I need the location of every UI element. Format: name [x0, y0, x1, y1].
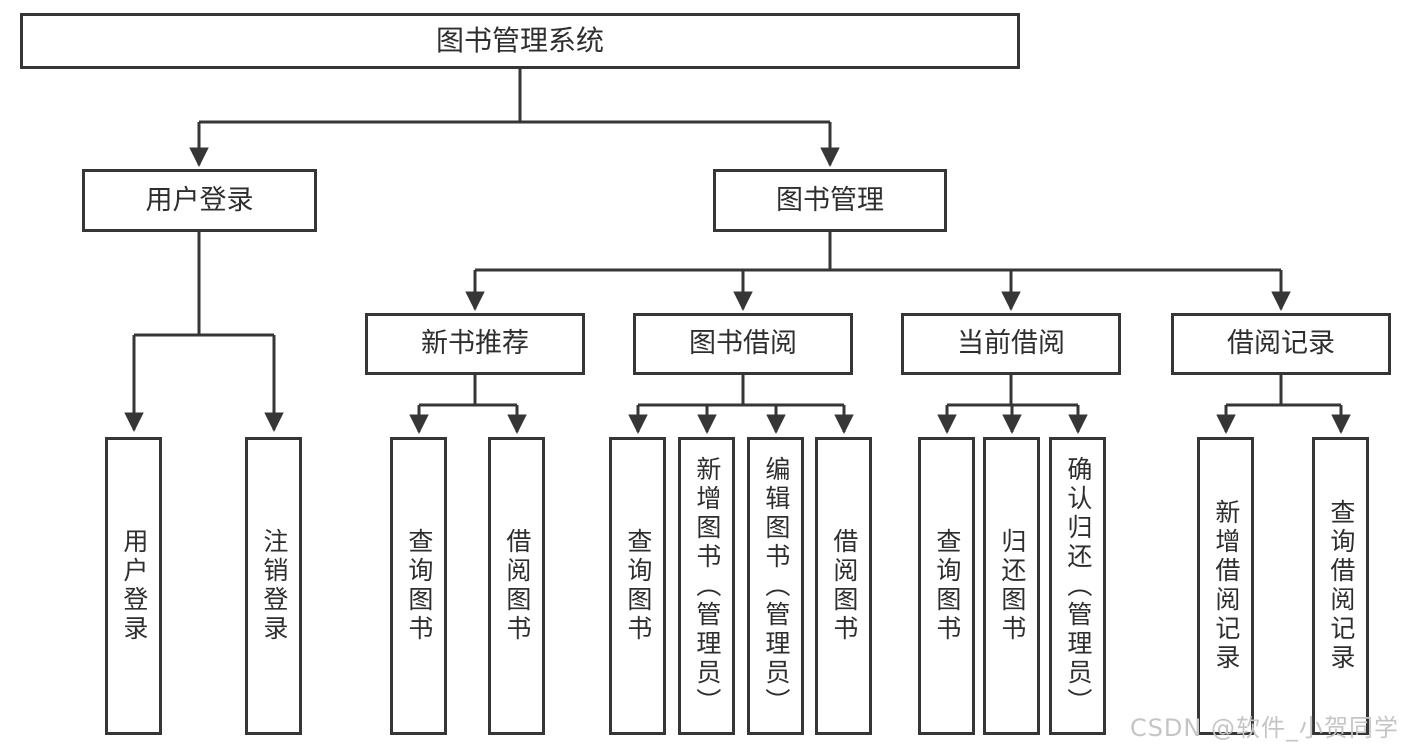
node-leaf-borrow-add-admin: 新增图书（管理员） — [678, 437, 735, 735]
node-leaf-logout: 注销登录 — [245, 437, 302, 735]
node-leaf-borrow-query: 查询图书 — [609, 437, 666, 735]
node-leaf-records-query: 查询借阅记录 — [1312, 437, 1369, 735]
csdn-watermark: CSDN @软件_小贺同学 — [1129, 714, 1399, 742]
node-leaf-newbook-borrow: 借阅图书 — [488, 437, 545, 735]
node-leaf-borrow-edit-admin: 编辑图书（管理员） — [747, 437, 804, 735]
node-leaf-current-return: 归还图书 — [983, 437, 1040, 735]
node-current-borrow: 当前借阅 — [901, 313, 1121, 375]
node-book-management: 图书管理 — [713, 169, 947, 232]
node-book-borrow: 图书借阅 — [633, 313, 853, 375]
node-leaf-current-query: 查询图书 — [918, 437, 975, 735]
node-leaf-current-confirm-admin: 确认归还（管理员） — [1049, 437, 1106, 735]
node-root: 图书管理系统 — [20, 13, 1020, 69]
node-new-book-recommend: 新书推荐 — [365, 313, 585, 375]
node-user-login: 用户登录 — [82, 169, 317, 232]
node-borrow-records: 借阅记录 — [1171, 313, 1391, 375]
node-leaf-records-add: 新增借阅记录 — [1197, 437, 1254, 735]
node-leaf-borrow-borrow: 借阅图书 — [815, 437, 872, 735]
node-leaf-newbook-query: 查询图书 — [390, 437, 447, 735]
node-leaf-user-login: 用户登录 — [105, 437, 162, 735]
